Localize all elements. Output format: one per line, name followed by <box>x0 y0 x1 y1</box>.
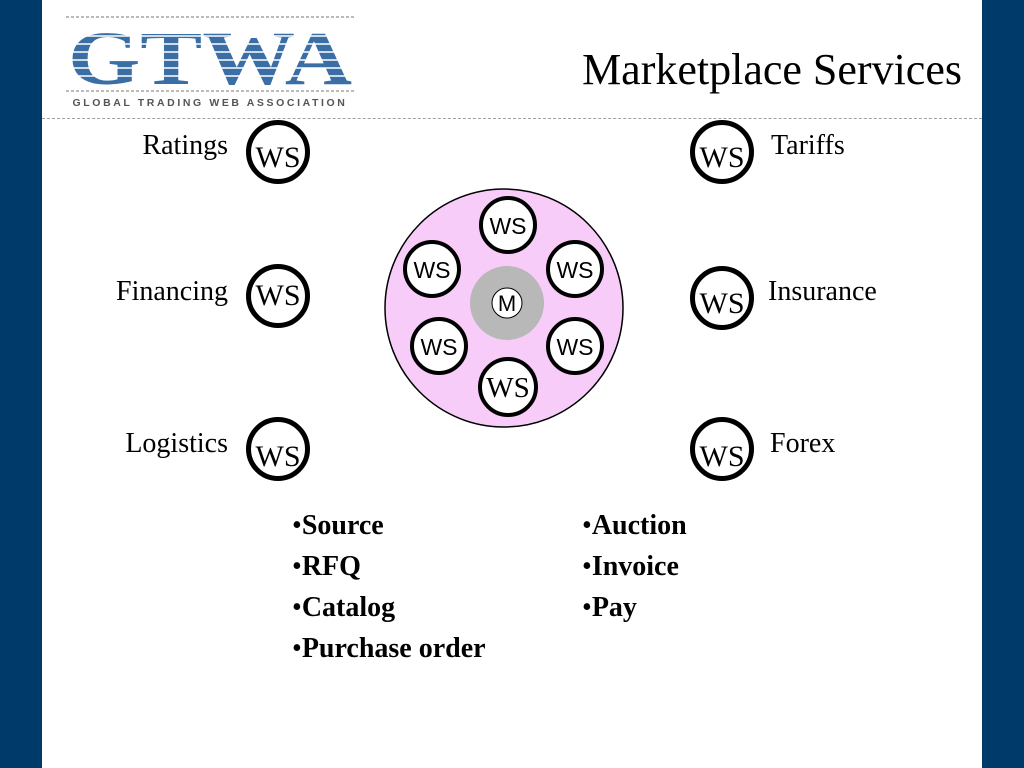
list-item: Invoice <box>582 546 687 587</box>
financing-label: Financing <box>116 276 228 307</box>
hub-ws-node-bottom: WS <box>478 357 538 417</box>
list-item: Catalog <box>292 587 486 628</box>
svg-text:WS: WS <box>413 257 450 283</box>
insurance-label: Insurance <box>768 276 877 307</box>
list-item: RFQ <box>292 546 486 587</box>
logo-text: GTWA <box>68 17 352 101</box>
logistics-label: Logistics <box>125 428 228 459</box>
right-border-bar <box>982 0 1024 768</box>
marketplace-hub-diagram: M WS WS WS WS WS WS <box>384 188 624 428</box>
header-divider <box>42 118 982 119</box>
page-title: Marketplace Services <box>582 45 962 94</box>
logistics-ws-text: WS <box>255 440 301 473</box>
list-item: Pay <box>582 587 687 628</box>
list-item: Auction <box>582 505 687 546</box>
tariffs-ws-text: WS <box>699 141 745 174</box>
forex-ws-text: WS <box>699 440 745 473</box>
hub-ws-node-upper-left: WS <box>403 240 461 298</box>
financing-ws-text: WS <box>255 279 301 312</box>
svg-text:WS: WS <box>489 213 526 239</box>
svg-text:WS: WS <box>486 372 530 404</box>
hub-ws-node-top: WS <box>479 196 537 254</box>
hub-ws-node-lower-right: WS <box>546 317 604 375</box>
hub-ws-node-lower-left: WS <box>410 317 468 375</box>
ratings-ws-text: WS <box>255 141 301 174</box>
financing-ws-node: WS <box>246 264 310 328</box>
center-node-label: M <box>498 291 516 316</box>
gtwa-logo: GTWA GLOBAL TRADING WEB ASSOCIATION <box>64 16 356 109</box>
hub-ws-node-upper-right: WS <box>546 240 604 298</box>
forex-label: Forex <box>770 428 836 459</box>
ratings-ws-node: WS <box>246 120 310 184</box>
list-item: Source <box>292 505 486 546</box>
insurance-ws-node: WS <box>690 266 754 330</box>
center-node-inner <box>491 287 523 319</box>
tariffs-label: Tariffs <box>771 130 845 161</box>
forex-ws-node: WS <box>690 417 754 481</box>
left-service-list: Source RFQ Catalog Purchase order <box>292 505 486 669</box>
logistics-ws-node: WS <box>246 417 310 481</box>
ratings-label: Ratings <box>142 130 228 161</box>
tariffs-ws-node: WS <box>690 120 754 184</box>
right-service-list: Auction Invoice Pay <box>582 505 687 628</box>
svg-text:WS: WS <box>556 257 593 283</box>
left-border-bar <box>0 0 42 768</box>
logo-subtitle: GLOBAL TRADING WEB ASSOCIATION <box>73 97 348 109</box>
svg-text:WS: WS <box>556 334 593 360</box>
svg-text:WS: WS <box>420 334 457 360</box>
insurance-ws-text: WS <box>699 287 745 320</box>
list-item: Purchase order <box>292 628 486 669</box>
